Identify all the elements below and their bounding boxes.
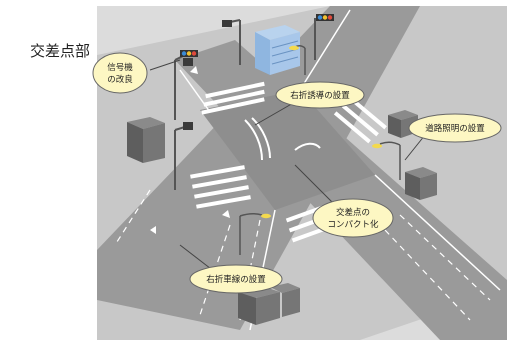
callout-road-lighting: 道路照明の設置: [408, 113, 502, 143]
callout-right-turn-guidance: 右折誘導の設置: [275, 81, 365, 109]
callout-signal-line1: 信号機: [107, 62, 133, 73]
callout-signal-improvement: 信号機 の改良: [92, 52, 148, 94]
callout-right-turn-lane-text: 右折車線の設置: [206, 274, 266, 285]
building-top: [255, 25, 300, 75]
traffic-signal-icon: [180, 50, 198, 66]
callout-right-turn-guidance-text: 右折誘導の設置: [290, 90, 350, 101]
callout-road-lighting-text: 道路照明の設置: [425, 123, 485, 134]
intersection-center: [200, 90, 375, 210]
callout-compact-intersection: 交差点の コンパクト化: [312, 198, 394, 238]
callout-compact-line2: コンパクト化: [327, 219, 379, 230]
signal-head-box: [222, 20, 232, 27]
turn-arrows: [150, 66, 230, 234]
traffic-signal-icon: [316, 14, 334, 21]
right-turn-guidance-marking: [244, 117, 321, 161]
street-lamp-icon: [289, 44, 306, 75]
callout-right-turn-lane: 右折車線の設置: [189, 264, 283, 294]
crosswalk-left: [190, 165, 251, 209]
signal-head-box: [183, 122, 193, 130]
section-label: 交差点部: [30, 42, 91, 60]
callout-compact-line1: 交差点の: [336, 207, 370, 218]
box-left: [127, 117, 165, 163]
street-lamp-icon: [372, 141, 401, 180]
crosswalks: [190, 81, 387, 243]
box-right: [405, 167, 437, 200]
crosswalk-top: [201, 81, 265, 115]
crosswalk-right: [333, 97, 387, 144]
callout-signal-line2: の改良: [107, 74, 133, 85]
street-lamp-icon: [239, 212, 271, 255]
